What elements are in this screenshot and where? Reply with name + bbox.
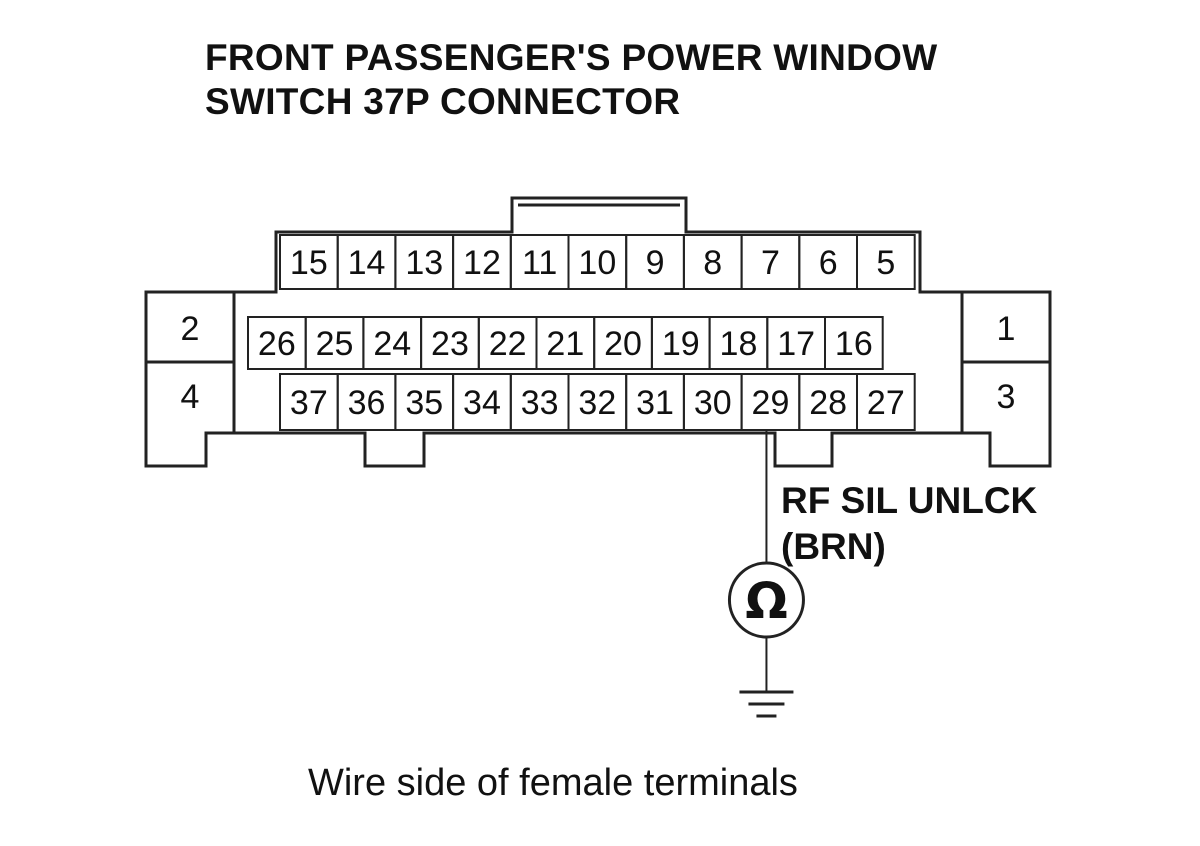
title-line-2: SWITCH 37P CONNECTOR [205,81,681,122]
caption: Wire side of female terminals [308,762,798,804]
terminal-number: 30 [694,384,732,422]
terminal-number: 32 [578,384,616,422]
terminal-number: 16 [835,325,873,363]
terminal-number: 12 [463,244,501,282]
terminal-number: 10 [578,244,616,282]
terminal-number: 36 [348,384,386,422]
terminal-number: 31 [636,384,674,422]
terminal-number: 2 [181,310,200,348]
terminal-number: 9 [646,244,665,282]
terminal-number: 8 [703,244,722,282]
wire-label: RF SIL UNLCK (BRN) [781,478,1037,570]
terminal-number: 29 [752,384,790,422]
terminal-number: 11 [522,244,557,282]
terminal-number: 20 [604,325,642,363]
terminal-number: 33 [521,384,559,422]
ground-symbol-icon [739,690,794,718]
terminal-number: 18 [720,325,758,363]
terminal-number: 1 [997,310,1016,348]
terminal-number: 17 [777,325,815,363]
bottom-row-cell [856,373,916,431]
wire-color: (BRN) [781,526,886,567]
top-row-cell [856,234,916,290]
terminal-number: 21 [546,325,584,363]
terminal-number: 14 [348,244,386,282]
terminal-number: 19 [662,325,700,363]
terminal-number: 24 [373,325,411,363]
terminal-number: 7 [761,244,780,282]
terminal-number: 23 [431,325,469,363]
ohm-symbol: Ω [745,572,788,630]
terminal-number: 3 [997,378,1016,416]
diagram-title: FRONT PASSENGER'S POWER WINDOW SWITCH 37… [205,36,937,124]
housing-outline [144,196,1052,468]
terminal-number: 13 [405,244,443,282]
terminal-number: 37 [290,384,328,422]
title-line-1: FRONT PASSENGER'S POWER WINDOW [205,37,938,78]
terminal-number: 35 [405,384,443,422]
ohmmeter-probe: Ω [727,430,805,718]
terminal-number: 25 [316,325,354,363]
connector-housing [144,196,1052,468]
terminal-number: 4 [181,378,200,416]
terminal-number: 27 [867,384,905,422]
terminal-number: 22 [489,325,527,363]
terminal-number: 26 [258,325,296,363]
wire-name: RF SIL UNLCK [781,480,1038,521]
terminal-number: 28 [809,384,847,422]
terminal-number: 15 [290,244,328,282]
terminal-number: 34 [463,384,501,422]
middle-row-cell [824,316,884,370]
terminal-number: 5 [876,244,895,282]
terminal-number: 6 [819,244,838,282]
